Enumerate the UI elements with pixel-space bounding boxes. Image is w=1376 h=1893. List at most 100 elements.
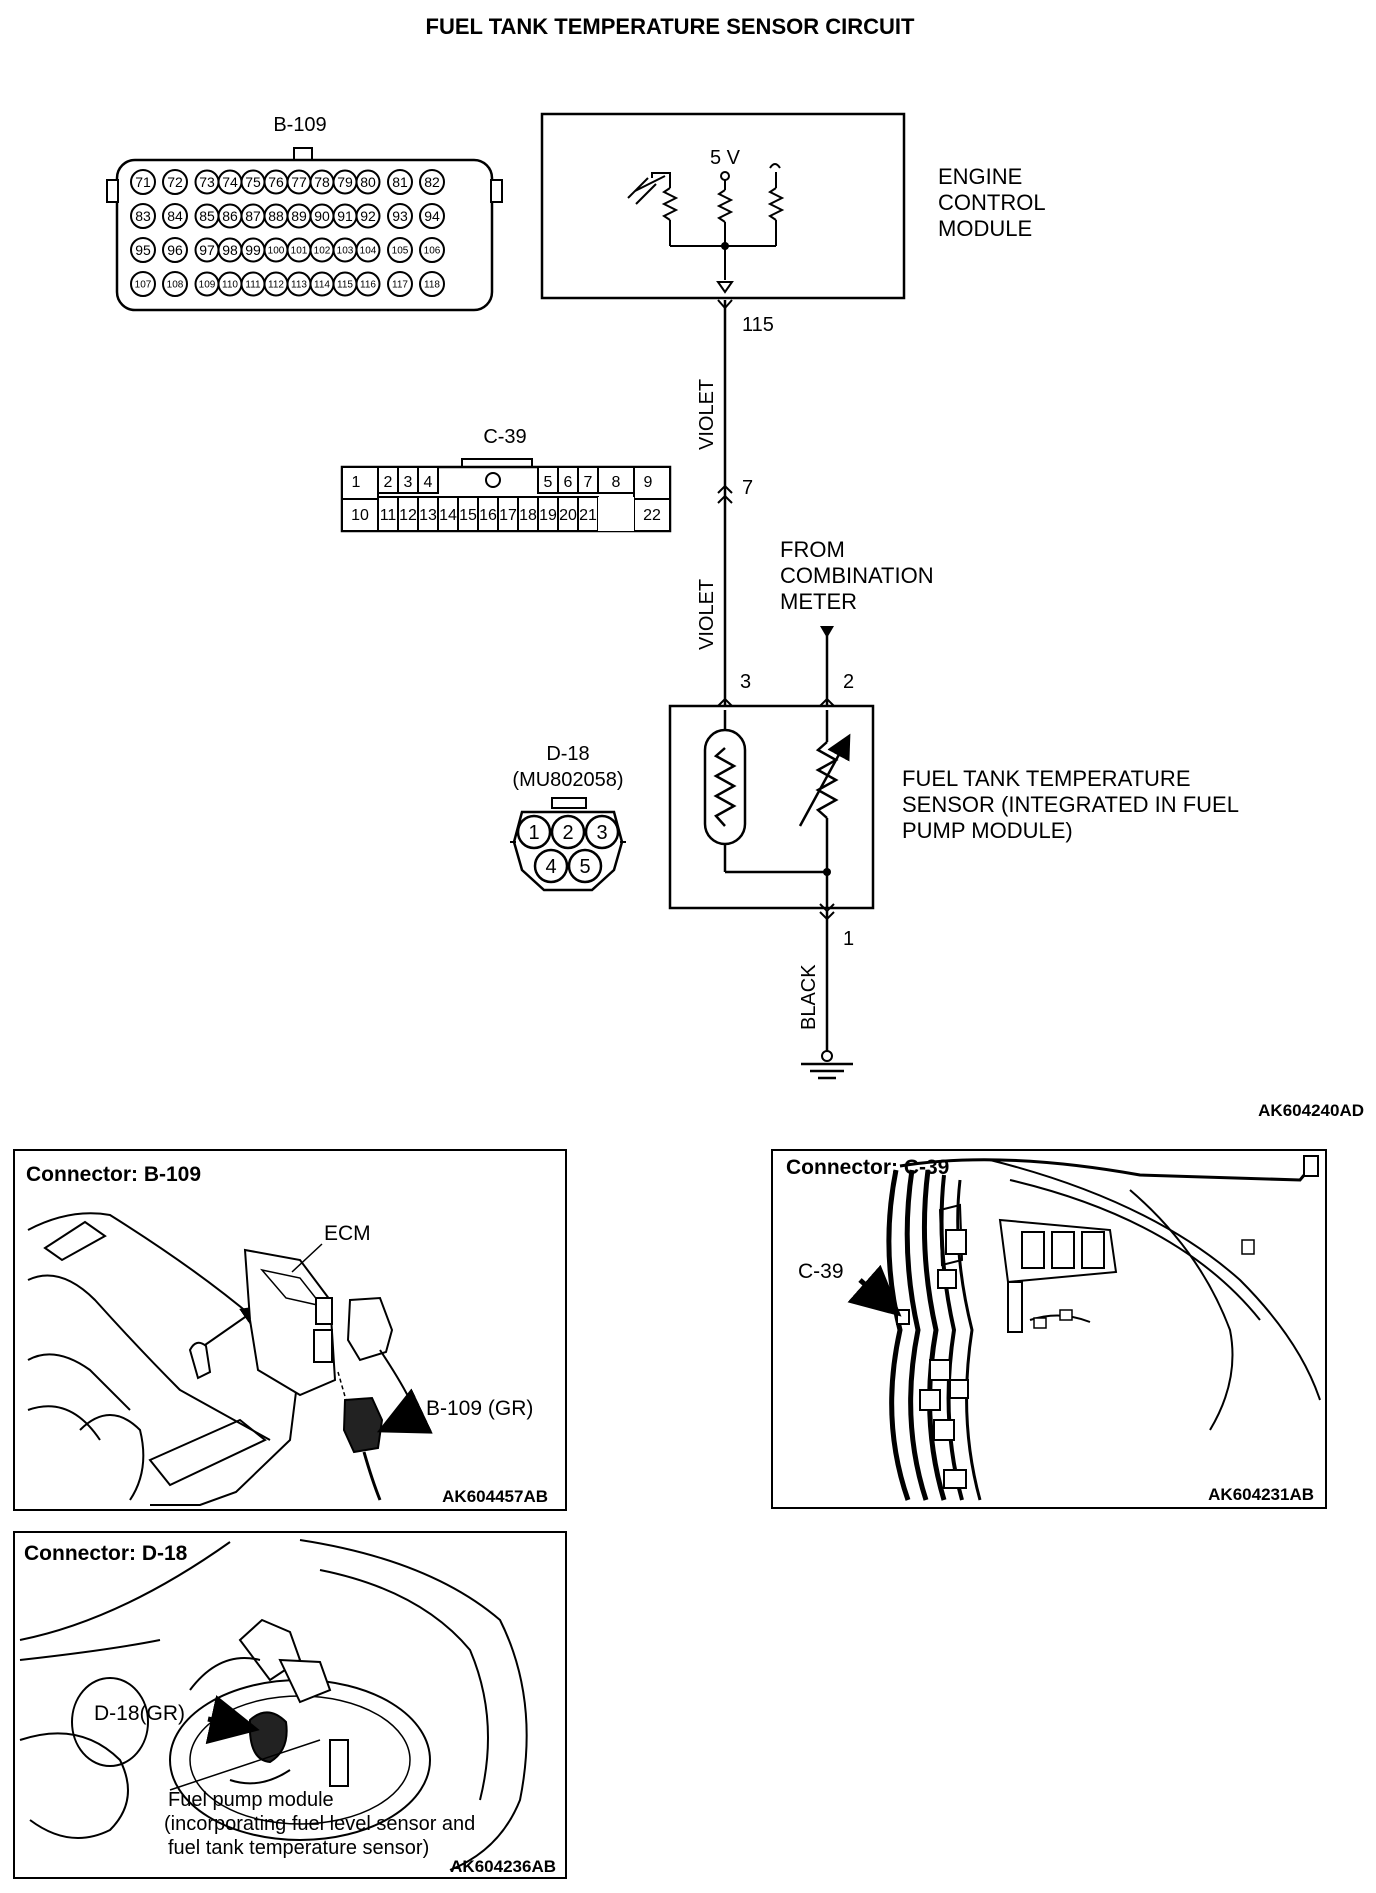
b109-pin: [387, 169, 413, 195]
panel-d18-code: AK604236AB: [450, 1857, 556, 1876]
from-label-1: FROM: [780, 537, 845, 562]
panel-d18-title: Connector: D-18: [24, 1542, 188, 1565]
combination-meter-feed: FROM COMBINATION METER 2: [780, 537, 934, 715]
c39-pin-label: 17: [499, 507, 517, 524]
b109-pin: [419, 271, 445, 297]
b109-pin-label: 95: [135, 242, 151, 258]
c39-label: C-39: [483, 426, 526, 448]
d18-part-number: (MU802058): [512, 769, 623, 791]
ecm-box: 5 V ENGINE CONTROL MODULE: [540, 112, 1046, 300]
c39-pin-label: 4: [424, 474, 433, 491]
b109-pin-label: 81: [392, 174, 408, 190]
b109-pin-label: 106: [424, 246, 441, 257]
d18-pin-label: 2: [562, 822, 573, 844]
b109-pin-label: 74: [222, 174, 238, 190]
panel-b109-title: Connector: B-109: [26, 1163, 201, 1186]
b109-pin-label: 100: [268, 246, 285, 257]
b109-pin-label: 115: [337, 280, 353, 291]
b109-pin-label: 118: [424, 280, 440, 291]
d18-pin-label: 1: [528, 822, 539, 844]
b109-pin: [130, 169, 156, 195]
b109-pin-label: 79: [337, 174, 353, 190]
b109-pin-label: 88: [268, 208, 284, 224]
panel-connector-d18: Connector: D-18 D-18(GR) Fuel pump modul…: [13, 1531, 567, 1879]
panel-c39-title: Connector: C-39: [786, 1156, 949, 1179]
panel-connector-c39: Connector: C-39 C-39 AK604231AB: [771, 1149, 1327, 1509]
b109-pin-label: 108: [167, 280, 184, 291]
c39-pin-label: 7: [584, 474, 593, 491]
b109-pin-label: 76: [268, 174, 284, 190]
ecm-pin-115: 115: [742, 314, 774, 336]
b109-pin: [130, 203, 156, 229]
b109-pin-label: 116: [360, 280, 376, 291]
c39-pin-label: 10: [351, 507, 369, 524]
c39-pin-label: 3: [404, 474, 413, 491]
c39-cavity: [597, 466, 635, 494]
b109-pin-label: 111: [245, 280, 261, 291]
c39-pin-label: 5: [544, 474, 553, 491]
b109-pin-label: 91: [337, 208, 353, 224]
b109-pin-label: 93: [392, 208, 408, 224]
panel-connector-b109: Connector: B-109 ECM B-109 (GR) AK604457…: [13, 1149, 567, 1511]
wire-violet-1: VIOLET: [696, 379, 718, 450]
d18-pin-1: 1: [843, 928, 854, 950]
b109-pin: [419, 169, 445, 195]
d18-pin: [567, 848, 603, 884]
c39-pin-label: 15: [459, 507, 477, 524]
c39-pin-label: 13: [419, 507, 437, 524]
c39-pin-label: 21: [579, 507, 597, 524]
sensor-label-3: PUMP MODULE): [902, 818, 1073, 843]
b109-pin-label: 104: [360, 246, 377, 257]
b109-pin: [387, 237, 413, 263]
ecm-label-2: CONTROL: [938, 190, 1046, 215]
c39-pin-label: 9: [644, 474, 653, 491]
ecm-label-1: ENGINE: [938, 164, 1022, 189]
b109-pin-label: 85: [199, 208, 215, 224]
b109-pin-label: 87: [245, 208, 261, 224]
b109-pin-label: 90: [314, 208, 330, 224]
b109-pin: [419, 237, 445, 263]
d18-pin-2: 2: [843, 671, 854, 693]
panel-d18-caption-2: (incorporating fuel level sensor and: [164, 1813, 475, 1835]
panel-d18-caption-3: fuel tank temperature sensor): [168, 1837, 429, 1859]
b109-pin-label: 71: [135, 174, 151, 190]
b109-pin-label: 77: [291, 174, 307, 190]
b109-pin-label: 109: [199, 280, 216, 291]
c39-pin-label: 2: [384, 474, 393, 491]
b109-pin-label: 72: [167, 174, 183, 190]
ecm-supply-label: 5 V: [710, 147, 741, 169]
diagram-figure-code: AK604240AD: [1258, 1101, 1364, 1120]
c39-pin-label: 8: [612, 474, 621, 491]
b109-pin: [162, 169, 188, 195]
b109-pin-label: 105: [392, 246, 409, 257]
diagram-title: FUEL TANK TEMPERATURE SENSOR CIRCUIT: [426, 14, 915, 39]
b109-pin: [387, 271, 413, 297]
from-label-2: COMBINATION: [780, 563, 934, 588]
b109-pin: [355, 237, 381, 263]
d18-pin-label: 5: [579, 856, 590, 878]
c39-pin-label: 20: [559, 507, 577, 524]
b109-pin-label: 78: [314, 174, 330, 190]
d18-pin: [516, 814, 552, 850]
b109-pin: [355, 271, 381, 297]
panel-b109-ecm-label: ECM: [324, 1222, 371, 1245]
c39-pin-label: 14: [439, 507, 457, 524]
d18-pin: [584, 814, 620, 850]
b109-pin-label: 103: [337, 246, 354, 257]
b109-pin-label: 98: [222, 242, 238, 258]
violet-wire: 115 VIOLET 7 VIOLET 3: [696, 299, 774, 715]
b109-pin: [162, 203, 188, 229]
b109-pin-label: 83: [135, 208, 151, 224]
c39-pin-label: 22: [643, 507, 661, 524]
b109-pin-label: 75: [245, 174, 261, 190]
c39-pin-7: 7: [742, 477, 753, 499]
b109-pin-label: 84: [167, 208, 183, 224]
b109-label: B-109: [273, 114, 326, 136]
d18-pin-3: 3: [740, 671, 751, 693]
ecm-label-3: MODULE: [938, 216, 1032, 241]
c39-cavity: [341, 466, 379, 500]
c39-pin-label: 16: [479, 507, 497, 524]
